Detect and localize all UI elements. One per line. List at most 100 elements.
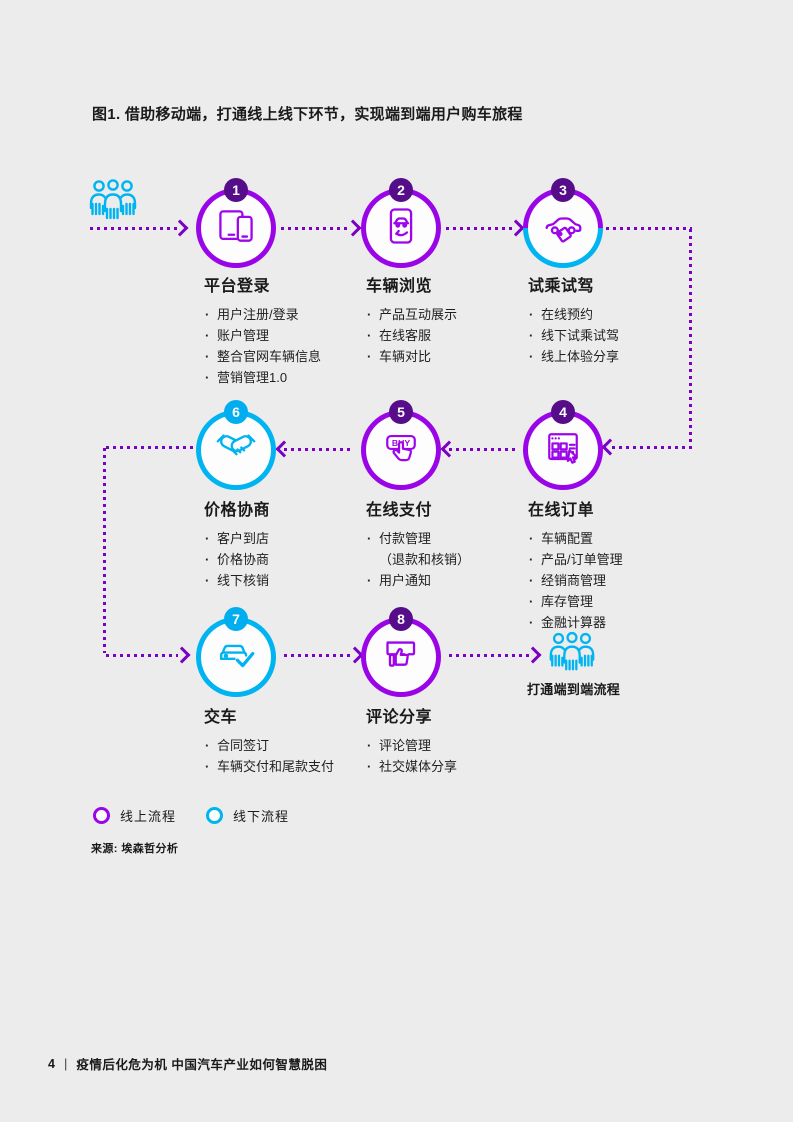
connector-6-corner-down [103, 448, 106, 653]
step-item: 社交媒体分享 [366, 756, 541, 777]
step-text-2: 车辆浏览 产品互动展示 在线客服 车辆对比 [366, 272, 541, 367]
step-item-list: 付款管理 （退款和核销） 用户通知 [366, 528, 541, 591]
step-item: 产品互动展示 [366, 304, 541, 325]
step-item: 线下试乘试驾 [528, 325, 703, 346]
arrow-left-icon [440, 440, 458, 458]
legend-item-online: 线上流程 [93, 806, 176, 825]
arrow-right-icon [173, 646, 191, 664]
step-item-list: 车辆配置 产品/订单管理 经销商管理 库存管理 金融计算器 [528, 528, 703, 633]
step-badge-1: 1 [224, 178, 248, 202]
step-item: 评论管理 [366, 735, 541, 756]
car-tag-icon [540, 203, 586, 254]
step-item: 线上体验分享 [528, 346, 703, 367]
step-item: 车辆对比 [366, 346, 541, 367]
step-item: 用户注册/登录 [204, 304, 379, 325]
footer-divider: | [63, 1056, 68, 1071]
phone-car-icon [379, 204, 423, 253]
end-users-icon [546, 630, 598, 677]
connector-corner-to-4 [612, 446, 692, 449]
handshake-icon [213, 425, 259, 476]
connector-corner-to-7 [106, 654, 178, 657]
step-item: 价格协商 [204, 549, 379, 570]
connector-8-to-end [449, 654, 529, 657]
step-item-list: 用户注册/登录 账户管理 整合官网车辆信息 营销管理1.0 [204, 304, 379, 388]
devices-icon [214, 204, 258, 253]
connector-3-corner-top [606, 227, 692, 230]
connector-5-to-6 [284, 448, 353, 451]
step-title: 车辆浏览 [366, 278, 433, 295]
step-node-8: 8 [361, 607, 441, 697]
legend-offline-label: 线下流程 [233, 809, 290, 824]
order-grid-icon [541, 426, 585, 475]
document-title: 疫情后化危为机 中国汽车产业如何智慧脱困 [76, 1058, 328, 1072]
step-text-4: 在线订单 车辆配置 产品/订单管理 经销商管理 库存管理 金融计算器 [528, 496, 703, 633]
connector-2-to-3 [446, 227, 512, 230]
step-item: 付款管理 [366, 528, 541, 549]
end-label: 打通端到端流程 [527, 682, 621, 697]
step-item: 在线客服 [366, 325, 541, 346]
step-title: 评论分享 [366, 709, 433, 726]
step-title: 价格协商 [204, 502, 271, 519]
page-footer: 4 | 疫情后化危为机 中国汽车产业如何智慧脱困 [48, 1054, 327, 1073]
step-node-6: 6 [196, 400, 276, 490]
page-number: 4 [48, 1056, 55, 1071]
step-node-4: 4 [523, 400, 603, 490]
step-text-8: 评论分享 评论管理 社交媒体分享 [366, 703, 541, 777]
step-badge-5: 5 [389, 400, 413, 424]
arrow-right-icon [171, 219, 189, 237]
step-item: 在线预约 [528, 304, 703, 325]
step-item: 金融计算器 [528, 612, 703, 633]
step-text-6: 价格协商 客户到店 价格协商 线下核销 [204, 496, 379, 591]
step-title: 试乘试驾 [528, 278, 595, 295]
step-node-7: 7 [196, 607, 276, 697]
step-badge-8: 8 [389, 607, 413, 631]
arrow-left-icon [601, 438, 619, 456]
legend-item-offline: 线下流程 [206, 806, 289, 825]
step-title: 平台登录 [204, 278, 271, 295]
step-badge-2: 2 [389, 178, 413, 202]
step-item-list: 客户到店 价格协商 线下核销 [204, 528, 379, 591]
step-title: 在线支付 [366, 502, 433, 519]
step-badge-3: 3 [551, 178, 575, 202]
step-item: 车辆配置 [528, 528, 703, 549]
step-text-5: 在线支付 付款管理 （退款和核销） 用户通知 [366, 496, 541, 591]
figure-title: 图1. 借助移动端，打通线上线下环节，实现端到端用户购车旅程 [92, 106, 523, 123]
arrow-right-icon [344, 219, 362, 237]
step-item: 产品/订单管理 [528, 549, 703, 570]
legend: 线上流程 线下流程 [93, 806, 289, 825]
online-ring-icon [93, 807, 110, 824]
step-text-3: 试乘试驾 在线预约 线下试乘试驾 线上体验分享 [528, 272, 703, 367]
step-item-list: 评论管理 社交媒体分享 [366, 735, 541, 777]
step-item: 经销商管理 [528, 570, 703, 591]
connector-7-to-8 [284, 654, 351, 657]
step-node-1: 1 [196, 178, 276, 268]
step-item-list: 在线预约 线下试乘试驾 线上体验分享 [528, 304, 703, 367]
step-item-continuation: （退款和核销） [379, 552, 471, 567]
legend-online-label: 线上流程 [120, 809, 177, 824]
step-item-list: 合同签订 车辆交付和尾款支付 [204, 735, 379, 777]
step-item: 营销管理1.0 [204, 367, 379, 388]
step-title: 在线订单 [528, 502, 595, 519]
offline-ring-icon [206, 807, 224, 824]
step-text-1: 平台登录 用户注册/登录 账户管理 整合官网车辆信息 营销管理1.0 [204, 272, 379, 388]
connector-6-corner-top [106, 446, 194, 449]
step-item: 整合官网车辆信息 [204, 346, 379, 367]
step-item: 库存管理 [528, 591, 703, 612]
step-item: 合同签订 [204, 735, 379, 756]
step-item: 账户管理 [204, 325, 379, 346]
connector-start-to-1 [90, 227, 178, 230]
step-text-7: 交车 合同签订 车辆交付和尾款支付 [204, 703, 379, 777]
start-users-icon [86, 178, 140, 225]
buy-button-icon: BUY [379, 426, 423, 475]
connector-1-to-2 [281, 227, 349, 230]
step-item: 客户到店 [204, 528, 379, 549]
step-node-3: 3 [523, 178, 603, 268]
review-share-icon [378, 632, 424, 683]
step-title: 交车 [204, 709, 238, 726]
step-badge-4: 4 [551, 400, 575, 424]
step-badge-7: 7 [224, 607, 248, 631]
step-item-list: 产品互动展示 在线客服 车辆对比 [366, 304, 541, 367]
source-note: 来源: 埃森哲分析 [91, 843, 179, 855]
arrow-right-icon [524, 646, 542, 664]
